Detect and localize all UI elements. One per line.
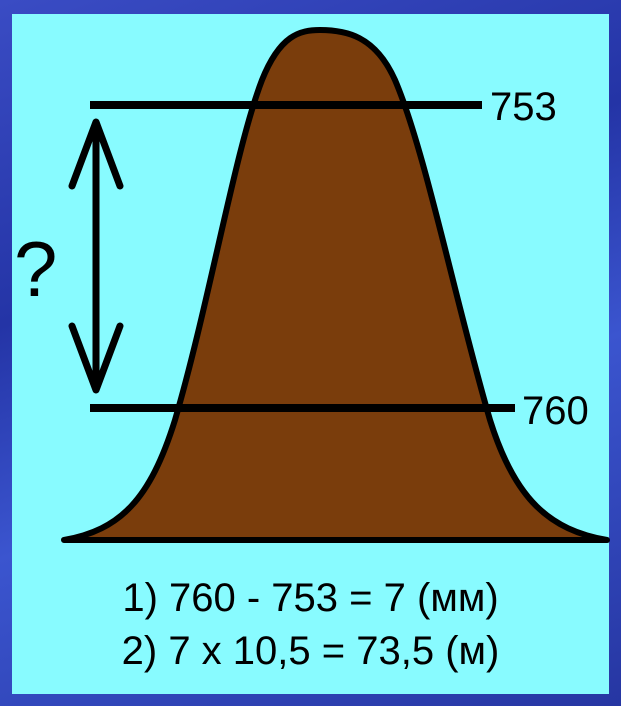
level-label-top: 753 (490, 85, 557, 129)
mountain-shape (61, 27, 610, 543)
solution-step-2: 2) 7 x 10,5 = 73,5 (м) (121, 629, 500, 673)
double-arrow-icon (68, 118, 124, 394)
level-label-bottom: 760 (522, 389, 589, 433)
unknown-height-label: ? (14, 225, 57, 313)
solution-step-1: 1) 760 - 753 = 7 (мм) (122, 576, 499, 620)
